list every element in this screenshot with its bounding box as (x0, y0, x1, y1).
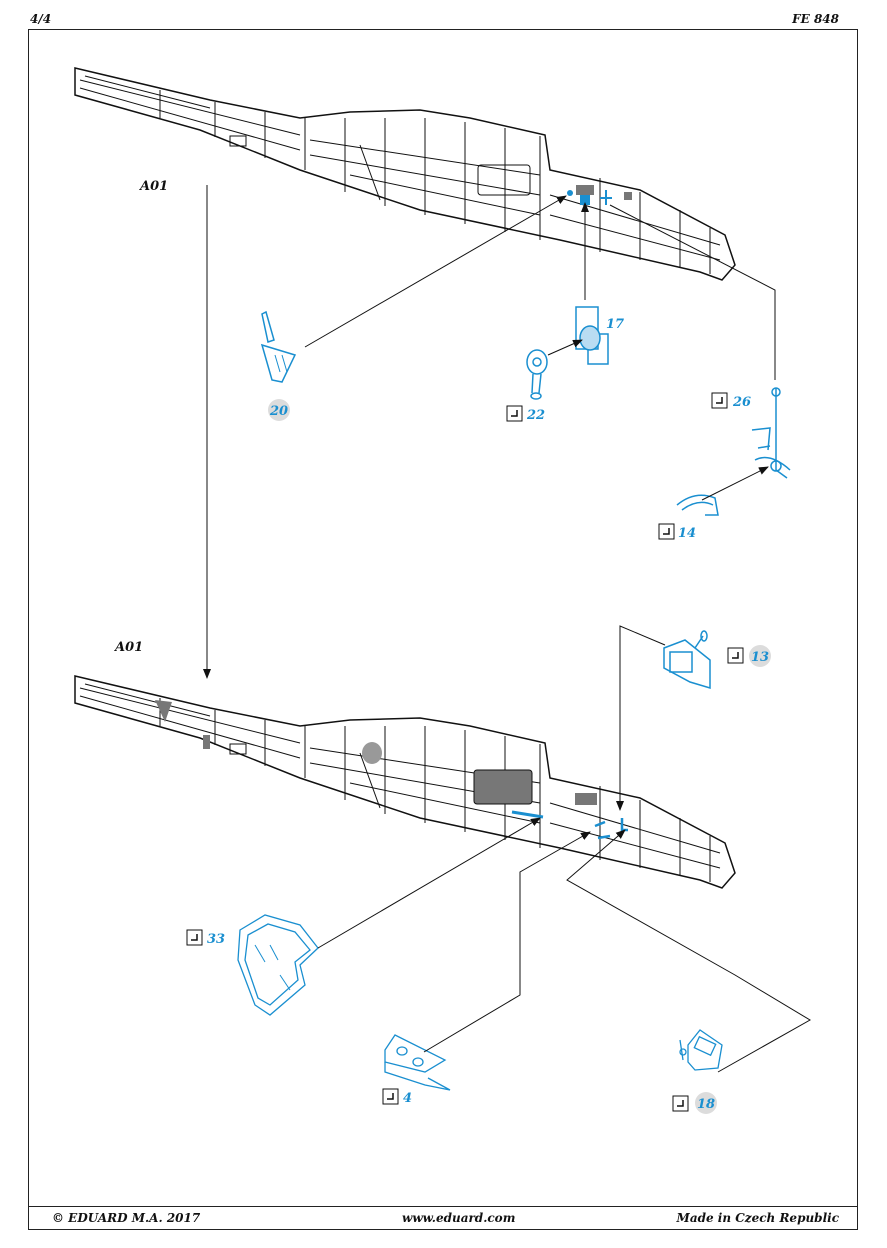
part-number-13: 13 (751, 650, 769, 665)
part-number-4: 4 (403, 1091, 412, 1106)
bend-symbol-14 (658, 523, 675, 540)
part-17-illustration (575, 306, 609, 365)
leader-line-14 (701, 466, 769, 501)
reference-label-a01: A01 (113, 640, 143, 655)
part-33-location (511, 810, 544, 819)
bend-symbol-33 (186, 929, 203, 946)
leader-line-22 (547, 339, 583, 356)
part-22-illustration (526, 349, 548, 400)
part-20-badge (268, 399, 290, 421)
bend-symbol-4 (382, 1088, 399, 1105)
shaded-area (362, 742, 382, 764)
document-code: FE 848 (792, 12, 839, 26)
footer-divider (28, 1206, 858, 1207)
bend-arrow-icon (511, 410, 518, 417)
part-18-illustration (679, 1029, 723, 1071)
bend-arrow-icon (732, 652, 739, 659)
bend-symbol-22 (506, 405, 523, 422)
part-13-badge (749, 645, 771, 667)
part-26-location (600, 190, 612, 205)
bend-arrow-icon (191, 934, 198, 941)
leader-line-18 (566, 829, 811, 1073)
origin-text: Made in Czech Republic (676, 1211, 839, 1225)
part-20-location (567, 190, 573, 196)
leader-line-4 (423, 831, 591, 1053)
bend-arrow-icon (663, 528, 670, 535)
fuselage-a01-top (74, 67, 736, 281)
reference-label-a01: A01 (138, 179, 168, 194)
shaded-area (203, 735, 210, 749)
part-26-illustration (751, 387, 791, 479)
shaded-area (473, 769, 533, 805)
leader-line-33 (317, 817, 541, 949)
bend-symbol-26 (711, 392, 728, 409)
bend-arrow-icon (716, 397, 723, 404)
part-14-illustration (676, 494, 719, 516)
part-33-illustration (237, 914, 319, 1016)
bend-symbol-13 (727, 647, 744, 664)
leader-line-13 (616, 625, 666, 811)
step-2: A01 13 (74, 625, 811, 1114)
part-number-33: 33 (207, 932, 225, 947)
part-number-22: 22 (526, 408, 545, 423)
copyright-text: © EDUARD M.A. 2017 (52, 1211, 201, 1225)
shaded-area (576, 185, 594, 195)
bend-arrow-icon (387, 1093, 394, 1100)
part-number-20: 20 (269, 404, 288, 419)
part-20-illustration (260, 310, 297, 383)
part-number-26: 26 (732, 395, 751, 410)
bend-arrow-icon (677, 1100, 684, 1107)
shaded-area (624, 192, 632, 200)
page-number: 4/4 (30, 12, 52, 26)
website-link[interactable]: www.eduard.com (402, 1211, 516, 1225)
shaded-area (155, 700, 172, 722)
leader-line-26 (609, 204, 776, 380)
part-number-17: 17 (606, 317, 624, 332)
part-number-18: 18 (697, 1097, 715, 1112)
part-17-location (580, 195, 590, 205)
part-number-14: 14 (678, 526, 696, 541)
step-1: A01 20 17 22 (74, 67, 791, 679)
page-frame (28, 29, 858, 1230)
part-18-badge (695, 1092, 717, 1114)
part-13-illustration (663, 630, 711, 690)
leader-line-20 (304, 195, 567, 348)
fuselage-a01-bottom (74, 675, 736, 889)
bend-symbol-18 (672, 1095, 689, 1112)
part-4-illustration (384, 1034, 451, 1091)
shaded-area (575, 793, 597, 805)
